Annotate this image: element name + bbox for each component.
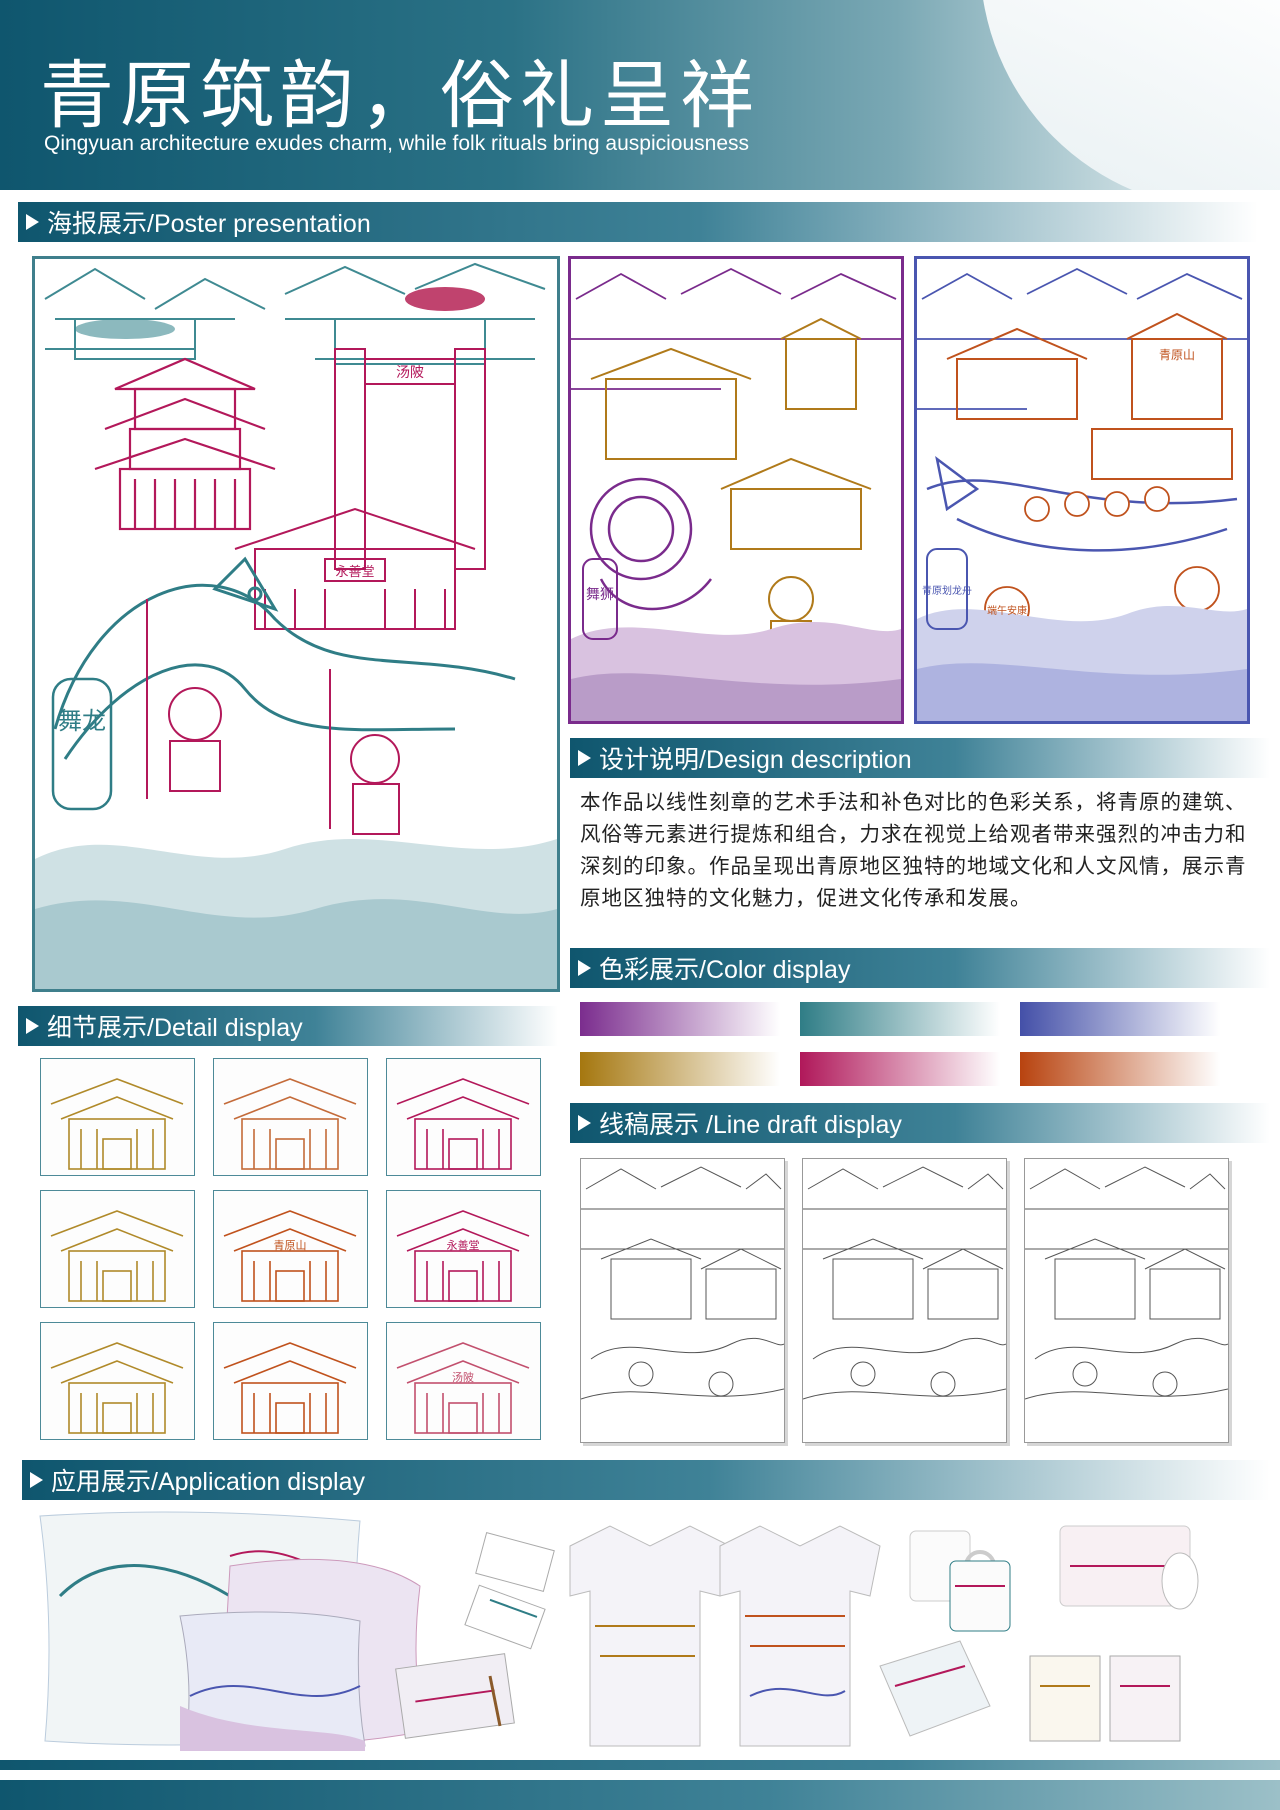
seal-text-lion: 舞狮: [586, 587, 614, 603]
line-draft-art: [1025, 1166, 1228, 1400]
detail-art: 永善堂: [396, 1210, 530, 1302]
triangle-icon: [26, 1018, 39, 1034]
design-description: 本作品以线性刻章的艺术手法和补色对比的色彩关系，将青原的建筑、风俗等元素进行提炼…: [580, 790, 1247, 910]
detail-art: [50, 1342, 184, 1434]
color-swatch-crimson: [800, 1052, 1000, 1086]
application-art: [39, 1511, 1199, 1753]
detail-art: 青原山: [223, 1210, 357, 1302]
line-draft-sheet: [1024, 1158, 1229, 1443]
color-swatch-indigo: [1020, 1002, 1220, 1036]
color-swatch-gold: [580, 1052, 780, 1086]
tshirt-mockup: [569, 1525, 881, 1747]
poster-boat: 青原山 青原划龙舟 端午安康: [914, 256, 1250, 724]
gate-plaque: 汤陂: [396, 365, 424, 381]
triangle-icon: [578, 750, 591, 766]
hall-plaque: 永善堂: [335, 564, 374, 580]
line-draft-art: [581, 1166, 784, 1400]
header-banner: 青原筑韵，俗礼呈祥 Qingyuan architecture exudes c…: [0, 0, 1280, 190]
detail-tile: 汤陂: [386, 1322, 541, 1440]
detail-art: [50, 1078, 184, 1170]
triangle-icon: [30, 1472, 43, 1488]
detail-tile: [213, 1322, 368, 1440]
poster-main: 汤陂 永善堂 舞龙: [32, 256, 560, 992]
section-bar-design: 设计说明/Design description: [570, 738, 1270, 778]
detail-plaque: 汤陂: [452, 1370, 474, 1384]
section-bar-line: 线稿展示 /Line draft display: [570, 1103, 1270, 1143]
section-bar-color: 色彩展示/Color display: [570, 948, 1270, 988]
detail-art: [396, 1078, 530, 1170]
section-bar-detail: 细节展示/Detail display: [18, 1006, 558, 1046]
page-subtitle: Qingyuan architecture exudes charm, whil…: [44, 132, 750, 155]
badge-text-boat: 端午安康: [987, 604, 1027, 617]
line-draft-row: [580, 1158, 1240, 1444]
detail-grid: 青原山 永善堂汤陂: [40, 1058, 545, 1448]
page-title: 青原筑韵，俗礼呈祥: [40, 53, 760, 139]
detail-art: [223, 1342, 357, 1434]
detail-tile: 永善堂: [386, 1190, 541, 1308]
notebook-mockup: [1029, 1655, 1181, 1742]
section-title-color: 色彩展示/Color display: [599, 956, 851, 984]
detail-tile: [213, 1058, 368, 1176]
triangle-icon: [578, 1115, 591, 1131]
section-title-line: 线稿展示 /Line draft display: [599, 1111, 902, 1139]
pillow-mockup: [39, 1511, 426, 1753]
footer-stripe: [0, 1760, 1280, 1770]
gate-plaque-boat: 青原山: [1159, 348, 1195, 362]
detail-tile: 青原山: [213, 1190, 368, 1308]
detail-tile: [40, 1322, 195, 1440]
section-bar-poster: 海报展示/Poster presentation: [18, 202, 1258, 242]
tote-mockup: [879, 1640, 991, 1737]
application-showcase: [30, 1506, 1260, 1753]
section-title-application: 应用展示/Application display: [51, 1468, 366, 1496]
seal-text: 舞龙: [58, 707, 106, 735]
line-draft-sheet: [802, 1158, 1007, 1443]
detail-art: 汤陂: [396, 1342, 530, 1434]
detail-art: [223, 1078, 357, 1170]
color-swatch-purple: [580, 1002, 780, 1036]
business-card-mockup: [464, 1532, 555, 1650]
detail-plaque: 青原山: [274, 1239, 307, 1252]
triangle-icon: [26, 214, 39, 230]
detail-tile: [40, 1190, 195, 1308]
detail-tile: [386, 1058, 541, 1176]
color-swatch-teal: [800, 1002, 1000, 1036]
section-bar-application: 应用展示/Application display: [22, 1460, 1270, 1500]
triangle-icon: [578, 960, 591, 976]
section-title-poster: 海报展示/Poster presentation: [47, 210, 371, 238]
detail-plaque: 永善堂: [447, 1238, 480, 1252]
color-swatches: [580, 1002, 1260, 1088]
poster-main-art: 汤陂 永善堂 舞龙: [35, 259, 557, 989]
color-swatch-rust: [1020, 1052, 1220, 1086]
poster-lion: 舞狮: [568, 256, 904, 724]
matchbox-mockup: [395, 1653, 515, 1739]
header-swoosh: [980, 0, 1280, 190]
line-draft-sheet: [580, 1158, 785, 1443]
section-title-detail: 细节展示/Detail display: [47, 1014, 303, 1042]
section-title-design: 设计说明/Design description: [599, 746, 912, 774]
line-draft-art: [803, 1166, 1006, 1400]
footer-bar: [0, 1780, 1280, 1810]
seal-text-boat: 青原划龙舟: [922, 584, 972, 597]
mug-mockup: [909, 1530, 1011, 1632]
detail-tile: [40, 1058, 195, 1176]
mousepad-mockup: [1059, 1525, 1199, 1610]
poster-boat-art: 青原山 青原划龙舟 端午安康: [917, 259, 1247, 721]
poster-lion-art: 舞狮: [571, 259, 901, 721]
detail-art: [50, 1210, 184, 1302]
